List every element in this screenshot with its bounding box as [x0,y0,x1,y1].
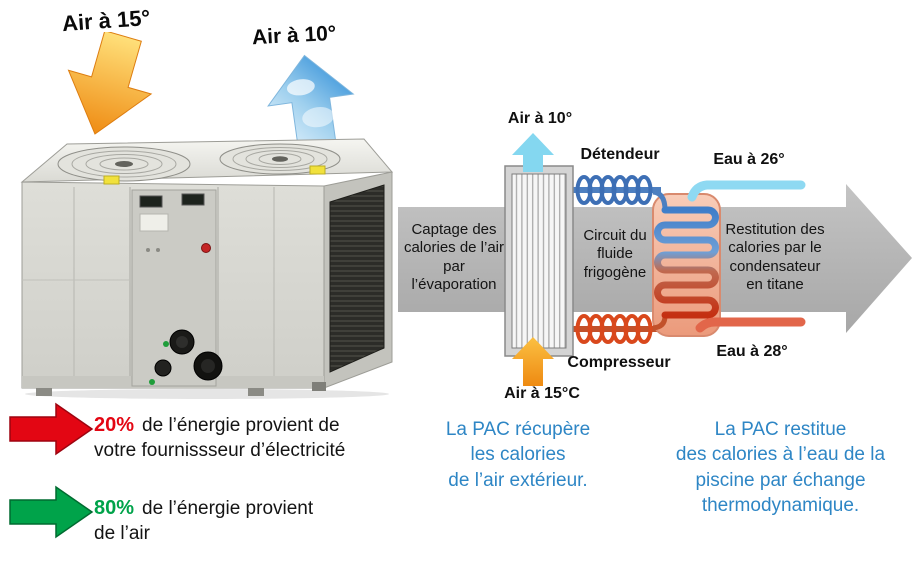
air-stat: 80%de l’énergie provient de l’air [94,495,412,546]
stage-circuit-text: Circuit du fluide frigogène [583,227,647,281]
fan-grille-right [219,143,341,175]
caption-condenser: La PAC restitue des calories à l’eau de … [675,419,886,516]
compresseur-coil-icon [575,314,653,344]
warm-air-down-arrow-icon [48,32,168,140]
air-out-up-arrow-icon [512,133,554,172]
electricity-stat: 20%de l’énergie provient de votre fourni… [94,412,412,463]
detendeur-coil-icon [575,175,653,205]
water-out-pipe-icon [695,317,806,333]
fan-grille-left [57,146,191,182]
diagram-air-out-label: Air à 10° [507,110,573,127]
water-in-temp-label: Eau à 26° [713,151,785,168]
water-in-pipe-icon [687,180,806,202]
detendeur-label: Détendeur [580,146,660,163]
side-vent-grille [329,184,385,373]
heat-pump-unit-image [12,130,397,400]
stage-captage-text: Captage des calories de l’air par l’évap… [403,221,505,293]
compresseur-label: Compresseur [567,354,671,371]
air-in-up-arrow-icon [512,337,554,386]
process-schematic [395,100,920,410]
air-percentage: 80% [94,497,135,519]
evaporator-icon [504,165,574,357]
air-10-exhaust-label: Air à 10° [251,21,337,50]
cold-air-up-arrow-icon [248,52,373,152]
stage-restitution-text: Restitution des calories par le condensa… [725,221,825,293]
diagram-air-in-label: Air à 15°C [504,385,580,402]
air-stat-text: de l’énergie provient de l’air [94,498,314,545]
condenser-icon [652,189,721,337]
green-arrow-icon [8,485,94,539]
water-out-temp-label: Eau à 28° [716,343,788,360]
control-panel [131,189,223,387]
red-arrow-icon [8,402,94,456]
electricity-percentage: 20% [94,414,135,436]
caption-evaporator: La PAC récupère les calories de l’air ex… [445,419,591,491]
electricity-stat-text: de l’énergie provient de votre fournisss… [94,415,346,462]
